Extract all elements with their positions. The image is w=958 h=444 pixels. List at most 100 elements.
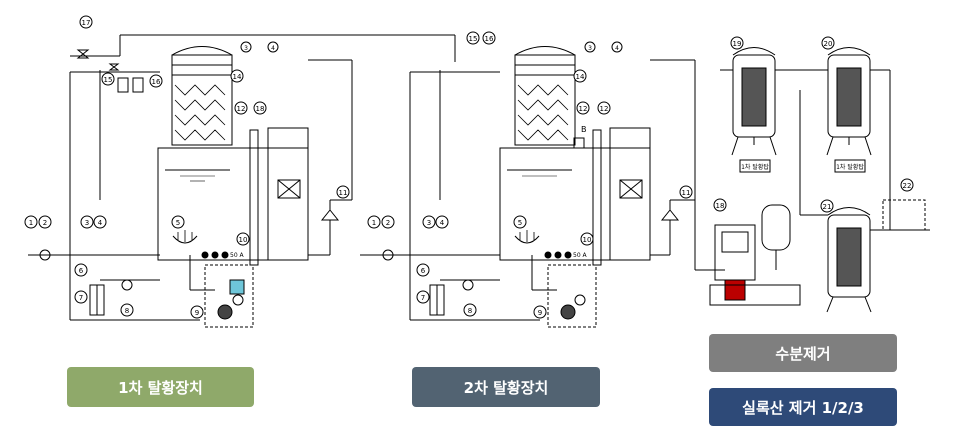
svg-text:5: 5 — [176, 219, 180, 227]
tag-circle: 7 — [74, 290, 88, 304]
svg-text:8: 8 — [125, 307, 129, 315]
svg-text:21: 21 — [823, 203, 832, 211]
svg-text:10: 10 — [239, 236, 248, 244]
tag-circle: 1 — [24, 215, 38, 229]
siloxane-removal-label: 실록산 제거 1/2/3 — [709, 388, 897, 426]
tank — [157, 147, 309, 261]
svg-text:3: 3 — [427, 219, 431, 227]
stage1-label: 1차 탈황장치 — [67, 367, 254, 407]
svg-text:15: 15 — [104, 76, 113, 84]
tag-circle: 12 — [234, 101, 248, 115]
tag-circle: 7 — [416, 290, 430, 304]
tag-circle: 5 — [171, 215, 185, 229]
svg-text:18: 18 — [716, 202, 725, 210]
tag-circle: 18 — [713, 198, 727, 212]
tag-circle: 4 — [611, 41, 623, 53]
stage1-equipment — [28, 34, 456, 328]
svg-text:2: 2 — [43, 219, 47, 227]
svg-text:9: 9 — [195, 309, 199, 317]
svg-text:4: 4 — [98, 219, 103, 227]
svg-text:9: 9 — [538, 309, 542, 317]
tag-circle: 5 — [513, 215, 527, 229]
svg-text:11: 11 — [339, 189, 348, 197]
tag-circle: 4 — [435, 215, 449, 229]
tag-circle: 9 — [190, 305, 204, 319]
tag-circle: 17 — [79, 15, 93, 29]
tag-circle: 3 — [422, 215, 436, 229]
svg-text:8: 8 — [468, 307, 472, 315]
svg-text:3: 3 — [588, 45, 592, 52]
tag-circle: 10 — [580, 232, 594, 246]
tag-circle: 18 — [253, 101, 267, 115]
tag-circle: 8 — [463, 303, 477, 317]
tag-circle: 6 — [416, 263, 430, 277]
tag-circle: 16 — [482, 31, 496, 45]
svg-text:3: 3 — [85, 219, 89, 227]
svg-text:12: 12 — [600, 105, 609, 113]
dryer-label-1: 1차 탈황탑 — [741, 163, 769, 171]
svg-text:1: 1 — [372, 219, 376, 227]
svg-text:6: 6 — [421, 267, 426, 275]
svg-text:3: 3 — [244, 45, 248, 52]
moisture-removal-label: 수분제거 — [709, 334, 897, 372]
dryer-label-2: 1차 탈황탑 — [836, 163, 864, 171]
tank-label-stage2-b: B — [581, 125, 587, 134]
tag-circle: 11 — [336, 185, 350, 199]
tank-label-stage1: 50 A — [230, 252, 245, 259]
svg-text:14: 14 — [233, 73, 242, 81]
stage3-equipment — [709, 47, 930, 313]
svg-text:22: 22 — [903, 182, 912, 190]
svg-text:20: 20 — [824, 40, 833, 48]
svg-text:12: 12 — [579, 105, 588, 113]
svg-text:17: 17 — [82, 19, 91, 27]
tag-circle: 3 — [80, 215, 94, 229]
svg-text:1: 1 — [29, 219, 33, 227]
tag-circle: 21 — [820, 199, 834, 213]
tag-circle: 10 — [236, 232, 250, 246]
tag-circle: 9 — [533, 305, 547, 319]
tag-circle: 11 — [679, 185, 693, 199]
svg-text:10: 10 — [583, 236, 592, 244]
svg-text:14: 14 — [576, 73, 585, 81]
svg-text:7: 7 — [421, 294, 425, 302]
tag-circle: 22 — [900, 178, 914, 192]
tag-circle: 4 — [267, 41, 279, 53]
svg-text:4: 4 — [615, 45, 619, 52]
svg-text:5: 5 — [518, 219, 522, 227]
level-gauge — [249, 129, 259, 266]
tag-circle: 3 — [584, 41, 596, 53]
packed-column — [171, 74, 233, 146]
svg-text:18: 18 — [256, 105, 265, 113]
tag-circle: 2 — [38, 215, 52, 229]
svg-text:4: 4 — [440, 219, 445, 227]
instrument-tags: 17 1 2 3 4 5 6 7 8 9 10 11 12 18 14 15 1… — [24, 15, 914, 319]
svg-text:15: 15 — [469, 35, 478, 43]
tag-circle: 8 — [120, 303, 134, 317]
svg-text:16: 16 — [152, 78, 161, 86]
tag-circle: 15 — [101, 72, 115, 86]
svg-text:6: 6 — [79, 267, 84, 275]
stage2-equipment — [360, 46, 725, 328]
stage2-label: 2차 탈황장치 — [412, 367, 600, 407]
tag-circle: 2 — [381, 215, 395, 229]
tag-circle: 19 — [730, 36, 744, 50]
tag-circle: 12 — [576, 101, 590, 115]
svg-text:2: 2 — [386, 219, 390, 227]
tank-label-stage2: 50 A — [573, 252, 588, 259]
tag-circle: 12 — [597, 101, 611, 115]
svg-text:7: 7 — [79, 294, 83, 302]
tag-circle: 6 — [74, 263, 88, 277]
tag-circle: 20 — [821, 36, 835, 50]
svg-text:16: 16 — [485, 35, 494, 43]
tag-circle: 1 — [367, 215, 381, 229]
svg-text:12: 12 — [237, 105, 246, 113]
tag-circle: 14 — [230, 69, 244, 83]
tag-circle: 15 — [466, 31, 480, 45]
tag-circle: 14 — [573, 69, 587, 83]
svg-text:11: 11 — [682, 189, 691, 197]
tag-circle: 16 — [149, 74, 163, 88]
tag-circle: 3 — [240, 41, 252, 53]
svg-text:4: 4 — [271, 45, 275, 52]
svg-text:19: 19 — [733, 40, 742, 48]
